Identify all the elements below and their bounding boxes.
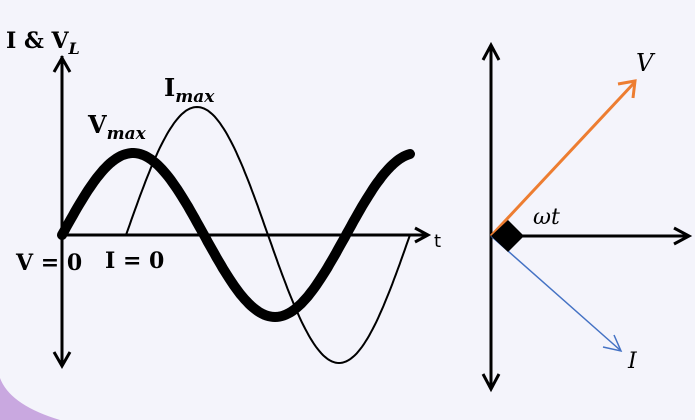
- phasor-y-axis-arrow-up: [481, 41, 501, 61]
- waveform-t-axis-arrow: [414, 226, 432, 244]
- waveform-graph: I & VL t Vmax Imax V = 0 I = 0: [6, 28, 441, 370]
- phasor-angle-label: ωt: [533, 205, 560, 230]
- v-max-label: Vmax: [87, 110, 147, 144]
- corner-decoration: [0, 378, 60, 420]
- i-max-label: Imax: [164, 73, 215, 107]
- current-phasor-arrowhead: [602, 334, 623, 353]
- i-zero-label: I = 0: [105, 248, 164, 274]
- voltage-phasor-arrowhead: [617, 79, 637, 99]
- waveform-y-axis-arrow-up: [52, 54, 72, 73]
- phasor-diagram: V I ωt: [481, 41, 693, 393]
- voltage-curve: [57, 148, 415, 323]
- waveform-y-axis-arrow-down: [52, 351, 72, 370]
- y-axis-label: I & VL: [6, 28, 80, 58]
- phasor-v-label: V: [636, 49, 656, 77]
- phasor-y-axis-arrow-down: [481, 373, 501, 393]
- voltage-phasor: [489, 81, 636, 238]
- phasor-i-label: I: [627, 349, 638, 374]
- current-phasor: [490, 235, 621, 351]
- v-zero-label: V = 0: [15, 250, 82, 276]
- current-curve: [125, 105, 411, 365]
- right-angle-marker: [491, 220, 524, 252]
- t-axis-label: t: [434, 231, 441, 252]
- phasor-x-axis-arrow: [673, 226, 693, 246]
